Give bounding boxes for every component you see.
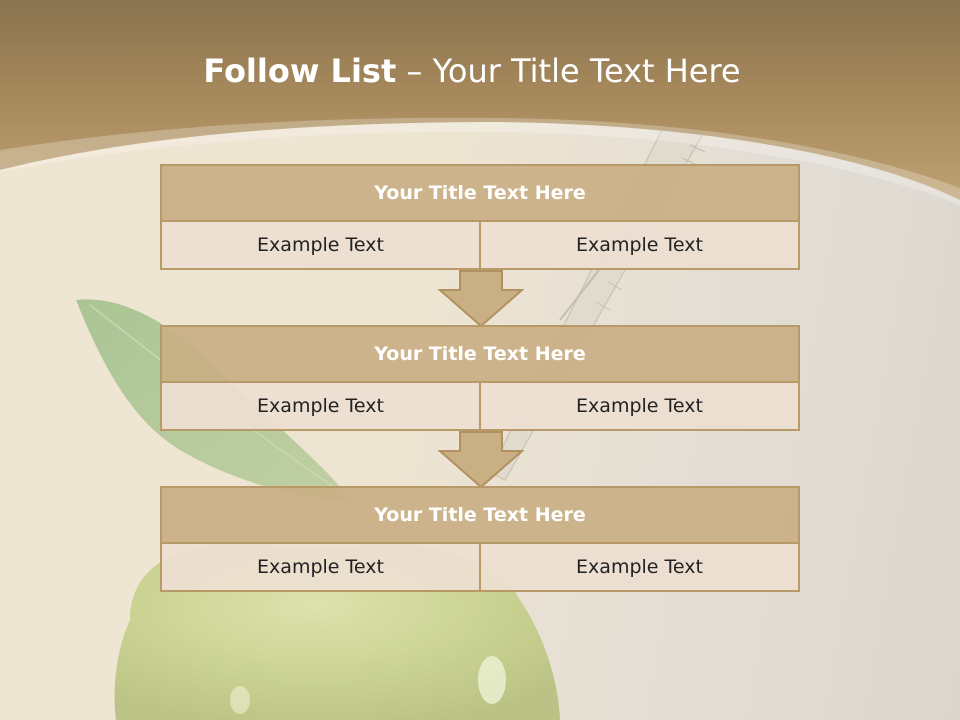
step-title: Your Title Text Here — [162, 166, 798, 222]
step-title: Your Title Text Here — [162, 327, 798, 383]
step-row: Example Text Example Text — [162, 222, 798, 268]
step-block-3: Your Title Text Here Example Text Exampl… — [160, 486, 800, 592]
header-band — [0, 0, 960, 200]
down-arrow-icon — [438, 270, 524, 328]
step-row: Example Text Example Text — [162, 383, 798, 429]
step-row: Example Text Example Text — [162, 544, 798, 590]
step-block-1: Your Title Text Here Example Text Exampl… — [160, 164, 800, 270]
step-left-text: Example Text — [162, 383, 479, 429]
page-title: Follow List – Your Title Text Here — [0, 52, 944, 90]
step-right-text: Example Text — [479, 383, 798, 429]
step-block-2: Your Title Text Here Example Text Exampl… — [160, 325, 800, 431]
title-bold: Follow List — [203, 52, 397, 90]
step-left-text: Example Text — [162, 222, 479, 268]
down-arrow-icon — [438, 431, 524, 489]
step-left-text: Example Text — [162, 544, 479, 590]
title-rest: – Your Title Text Here — [396, 52, 741, 90]
step-right-text: Example Text — [479, 222, 798, 268]
step-right-text: Example Text — [479, 544, 798, 590]
step-title: Your Title Text Here — [162, 488, 798, 544]
